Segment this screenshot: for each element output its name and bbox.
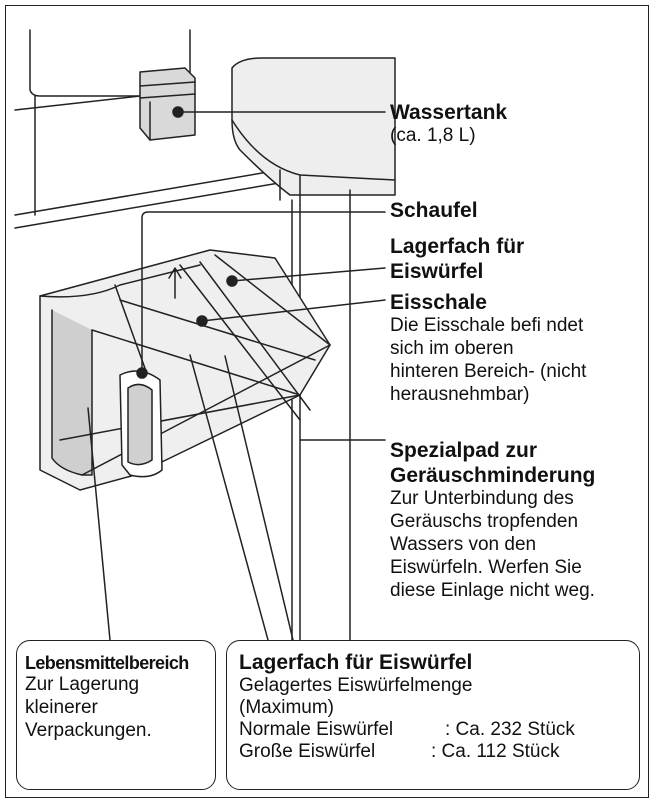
eisschale-title: Eisschale [390, 291, 487, 314]
fridge-upper-frame [14, 29, 286, 229]
spezialpad-line: Wassers von den [390, 533, 537, 555]
lagerfach-top-line2: Eiswürfel [390, 260, 484, 284]
label-eisschale: Eisschale Die Eisschale befi ndet sich i… [390, 290, 586, 406]
lagerfach-box-line: Gelagertes Eiswürfelmenge [239, 675, 473, 696]
diagram-frame [5, 5, 649, 798]
eisschale-line: Die Eisschale befi ndet [390, 315, 584, 337]
lebensmittelbereich-line: kleinerer [25, 696, 98, 718]
spezialpad-title-line1: Spezialpad zur [390, 439, 538, 462]
ice-capacity-value: : Ca. 232 Stück [445, 718, 575, 740]
eisschale-line: herausnehmbar) [390, 383, 530, 405]
spezialpad-line: Zur Unterbindung des [390, 488, 574, 510]
spezialpad-title-line2: Geräuschminderung [390, 464, 596, 488]
lagerfach-top-line1: Lagerfach für [390, 235, 525, 258]
lagerfach-box-line: (Maximum) [239, 696, 334, 718]
label-lagerfach-top: Lagerfach für Eiswürfel [390, 234, 524, 284]
eisschale-line: hinteren Bereich- (nicht [390, 360, 587, 382]
ice-capacity-label: Normale Eiswürfel [239, 718, 394, 740]
label-spezialpad: Spezialpad zur Geräuschminderung Zur Unt… [390, 438, 595, 602]
ice-capacity-value: : Ca. 112 Stück [431, 740, 560, 762]
wassertank-capacity: (ca. 1,8 L) [390, 125, 476, 147]
info-box-lebensmittelbereich: Lebensmittelbereich Zur Lagerung kleiner… [16, 640, 216, 790]
ice-bin-tray [39, 249, 331, 491]
lebensmittelbereich-line: Zur Lagerung [25, 674, 140, 695]
lebensmittelbereich-line: Verpackungen. [25, 719, 152, 741]
lebensmittelbereich-title: Lebensmittelbereich [25, 653, 189, 673]
spezialpad-line: Geräuschs tropfenden [390, 511, 579, 533]
label-wassertank: Wassertank (ca. 1,8 L) [390, 100, 507, 148]
spezialpad-line: Eiswürfeln. Werfen Sie [390, 556, 582, 578]
schaufel-title: Schaufel [390, 199, 478, 222]
eisschale-line: sich im oberen [390, 337, 514, 359]
ice-capacity-label: Große Eiswürfel [239, 740, 376, 762]
ice-capacity-row-large: Große Eiswürfel : Ca. 112 Stück [239, 741, 627, 763]
door-bin [231, 57, 396, 641]
water-tank-shape [139, 67, 196, 141]
ice-capacity-row-normal: Normale Eiswürfel : Ca. 232 Stück [239, 719, 627, 741]
wassertank-title: Wassertank [390, 101, 508, 124]
info-box-lagerfach: Lagerfach für Eiswürfel Gelagertes Eiswü… [226, 640, 640, 790]
leader-lines [87, 111, 386, 641]
label-schaufel: Schaufel [390, 198, 478, 223]
spezialpad-line: diese Einlage nicht weg. [390, 579, 595, 601]
lagerfach-box-title: Lagerfach für Eiswürfel [239, 651, 473, 674]
